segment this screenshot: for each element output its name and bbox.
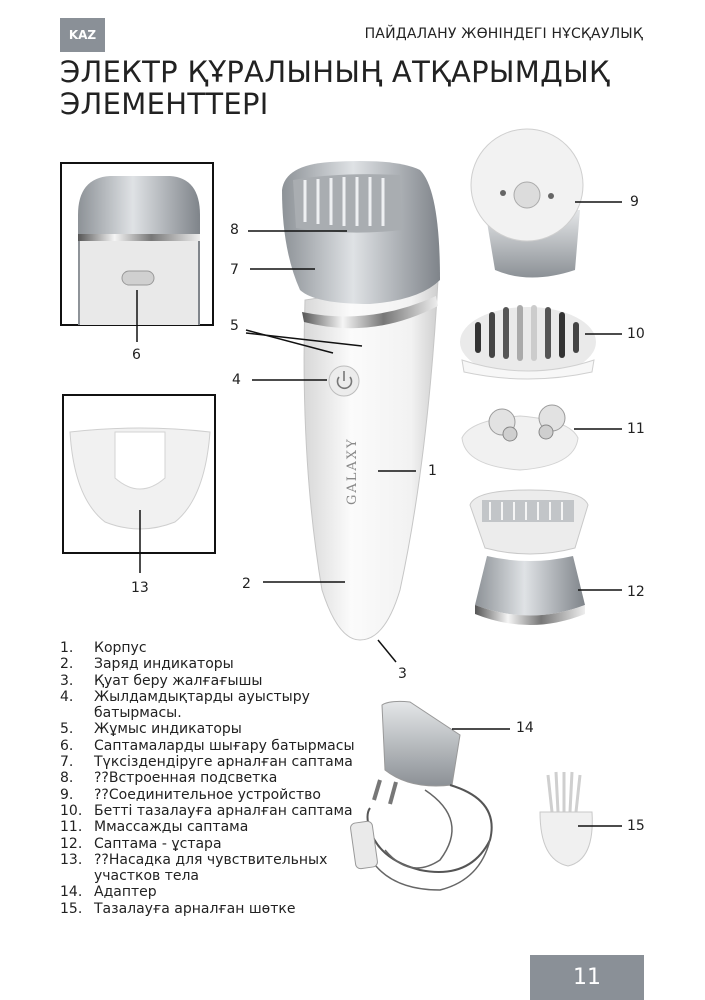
list-item-label: Тазалауға арналған шөтке	[94, 900, 296, 917]
callout-11: 11	[627, 421, 645, 437]
callout-1: 1	[428, 463, 437, 479]
callout-lines	[136, 201, 622, 827]
cleaning-brush	[539, 771, 593, 867]
language-tab: KAZ	[60, 18, 105, 52]
list-item: 9. ??Соединительное устройство	[60, 787, 360, 803]
list-item-label: ??Насадка для чувствительных участков те…	[94, 851, 328, 885]
list-item: 15. Тазалауға арналған шөтке	[60, 901, 360, 917]
list-item: 3. Қуат беру жалғағышы	[60, 673, 360, 689]
callout-14: 14	[516, 720, 534, 736]
header-title: ПАЙДАЛАНУ ЖӨНІНДЕГІ НҰСҚАУЛЫҚ	[364, 26, 643, 42]
list-item-number: 4.	[60, 688, 74, 705]
list-item-label: Ммассажды саптама	[94, 819, 249, 836]
list-item: 10. Бетті тазалауға арналған саптама	[60, 803, 360, 819]
list-item-number: 13.	[60, 851, 83, 868]
parts-list: 1. Корпус 2. Заряд индикаторы 3. Қуат беру …	[60, 640, 360, 917]
list-item-number: 14.	[60, 884, 83, 901]
accessory-shaver	[469, 489, 589, 625]
list-item-label: Адаптер	[94, 884, 157, 901]
list-item-label: Корпус	[94, 640, 147, 656]
list-item-label: Қуат беру жалғағышы	[94, 672, 263, 689]
list-item-label: Түксіздендіруге арналған саптама	[94, 754, 353, 771]
adapter	[350, 700, 493, 891]
callout-7: 7	[230, 262, 239, 278]
list-item: 2. Заряд индикаторы	[60, 656, 360, 672]
list-item-number: 10.	[60, 802, 83, 819]
list-item-number: 11.	[60, 819, 83, 836]
list-item: 4. Жылдамдықтарды ауыстыру батырмасы.	[60, 689, 360, 722]
page-number: 11	[530, 955, 644, 1000]
callout-13: 13	[131, 580, 149, 596]
list-item-label: Саптама - ұстара	[94, 835, 222, 852]
callout-4: 4	[232, 372, 241, 388]
callout-15: 15	[627, 818, 645, 834]
list-item-label: Заряд индикаторы	[94, 656, 234, 673]
list-item-number: 15.	[60, 900, 83, 917]
callout-6: 6	[132, 347, 141, 363]
accessory-massage	[461, 404, 579, 471]
list-item-label: Жылдамдықтарды ауыстыру батырмасы.	[94, 688, 310, 722]
inset-release-button	[60, 162, 214, 326]
list-item-number: 8.	[60, 770, 74, 787]
list-item-number: 2.	[60, 656, 74, 673]
accessory-face-brush	[460, 305, 596, 380]
callout-3: 3	[398, 666, 407, 682]
page-title-line-2: ЭЛЕМЕНТТЕРІ	[60, 87, 269, 121]
list-item: 7. Түксіздендіруге арналған саптама	[60, 754, 360, 770]
accessory-connector	[470, 128, 584, 278]
page-title: ЭЛЕКТР ҚҰРАЛЫНЫҢ АТҚАРЫМДЫҚ ЭЛЕМЕНТТЕРІ	[60, 56, 660, 120]
list-item-label: Жұмыс индикаторы	[94, 721, 242, 738]
list-item-number: 1.	[60, 640, 74, 656]
list-item: 8. ??Встроенная подсветка	[60, 770, 360, 786]
callout-5: 5	[230, 318, 239, 334]
list-item: 14. Адаптер	[60, 884, 360, 900]
main-device: GALAXY	[282, 161, 440, 641]
inset-sensitive-cap	[62, 394, 216, 554]
list-item-number: 7.	[60, 754, 74, 771]
callout-9: 9	[630, 194, 639, 210]
list-item: 13. ??Насадка для чувствительных участков…	[60, 852, 360, 885]
list-item-number: 6.	[60, 737, 74, 754]
callout-10: 10	[627, 326, 645, 342]
page-title-line-1: ЭЛЕКТР ҚҰРАЛЫНЫҢ АТҚАРЫМДЫҚ	[60, 55, 610, 89]
callout-8: 8	[230, 222, 239, 238]
callout-2: 2	[242, 576, 251, 592]
list-item-label: ??Встроенная подсветка	[94, 770, 278, 787]
list-item: 11. Ммассажды саптама	[60, 819, 360, 835]
callout-12: 12	[627, 584, 645, 600]
list-item-number: 12.	[60, 835, 83, 852]
list-item: 1. Корпус	[60, 640, 360, 656]
list-item-label: Саптамаларды шығару батырмасы	[94, 737, 355, 754]
list-item: 5. Жұмыс индикаторы	[60, 721, 360, 737]
device-brand: GALAXY	[345, 437, 360, 505]
list-item-number: 3.	[60, 672, 74, 689]
list-item: 6. Саптамаларды шығару батырмасы	[60, 738, 360, 754]
list-item-number: 9.	[60, 786, 74, 803]
list-item-number: 5.	[60, 721, 74, 738]
list-item-label: Бетті тазалауға арналған саптама	[94, 802, 353, 819]
list-item: 12. Саптама - ұстара	[60, 836, 360, 852]
list-item-label: ??Соединительное устройство	[94, 786, 321, 803]
